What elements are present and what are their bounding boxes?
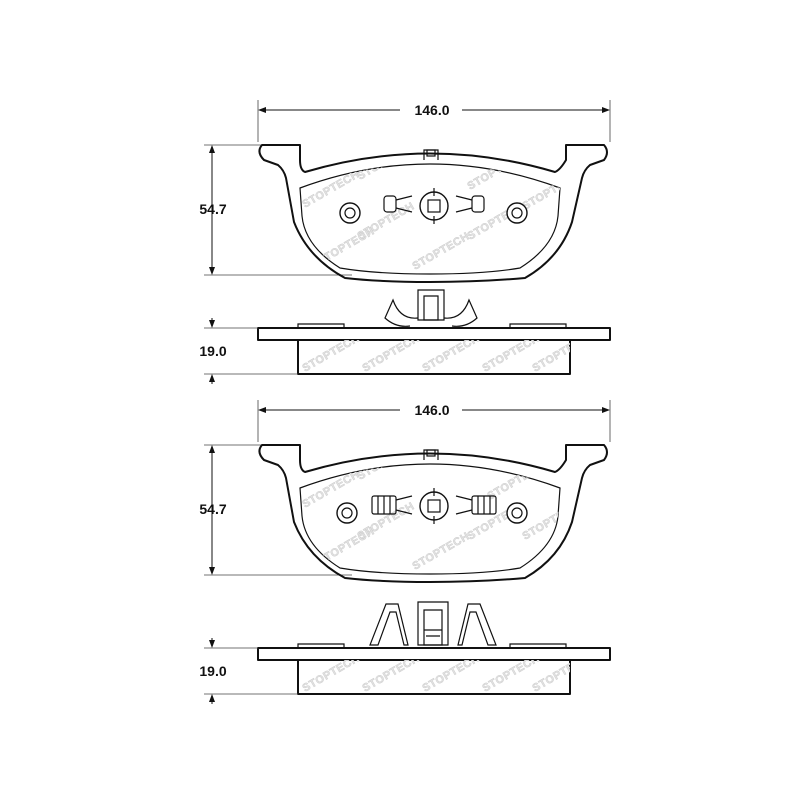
watermark-text: STOPTECH — [531, 332, 592, 374]
watermark-text: STOPTECH — [531, 652, 592, 694]
watermark-pattern-edge-1: STOPTECH STOPTECH STOPTECH STOPTECH STOP… — [300, 332, 592, 374]
mount-hole-right — [506, 502, 528, 524]
width-dimension-1: 146.0 — [257, 100, 611, 142]
height-dimension-2: 54.7 — [199, 444, 352, 576]
watermark-text: STOPTECH — [521, 170, 582, 212]
watermark-text: STOPTECH — [356, 140, 417, 182]
watermark-text: STOPTECH — [361, 652, 422, 694]
watermark-text: STOPTECH — [356, 440, 417, 482]
watermark-pattern-edge-2: STOPTECH STOPTECH STOPTECH STOPTECH STOP… — [300, 652, 592, 694]
height-dimension-1: 54.7 — [199, 144, 352, 276]
mount-hole-left — [339, 202, 361, 224]
watermark-text: STOPTECH — [421, 652, 482, 694]
height-label-2: 54.7 — [199, 501, 226, 517]
thickness-label-2: 19.0 — [199, 663, 226, 679]
thickness-label-1: 19.0 — [199, 343, 226, 359]
view-2: 146.0 54.7 STOPTECH STOPTECH STOPTECH ST… — [199, 400, 611, 704]
watermark-text: STOPTECH — [421, 332, 482, 374]
watermark-text: STOPTECH — [301, 652, 362, 694]
mount-hole-left — [336, 502, 358, 524]
thickness-dimension-1: 19.0 — [199, 318, 298, 384]
watermark-text: STOPTECH — [411, 230, 472, 272]
thickness-dimension-2: 19.0 — [199, 638, 298, 704]
watermark-text: STOPTECH — [301, 332, 362, 374]
pad-edge-1: STOPTECH STOPTECH STOPTECH STOPTECH STOP… — [257, 289, 611, 375]
watermark-text: STOPTECH — [316, 525, 377, 567]
height-label-1: 54.7 — [199, 201, 226, 217]
watermark-text: STOPTECH — [361, 332, 422, 374]
mount-hole-right — [506, 202, 528, 224]
watermark-text: STOPTECH — [316, 225, 377, 267]
center-boss — [419, 191, 449, 221]
width-label-1: 146.0 — [414, 102, 449, 118]
watermark-text: STOPTECH — [411, 530, 472, 572]
width-label-2: 146.0 — [414, 402, 449, 418]
center-boss — [419, 491, 449, 521]
pad-edge-2: STOPTECH STOPTECH STOPTECH STOPTECH STOP… — [257, 601, 611, 695]
view-1: 146.0 54.7 STOPTECH STOPTECH STOPTECH ST… — [199, 100, 611, 384]
pad-face-1: STOPTECH STOPTECH STOPTECH STOPTECH STOP… — [258, 140, 608, 283]
width-dimension-2: 146.0 — [257, 400, 611, 442]
pad-face-2: STOPTECH STOPTECH STOPTECH STOPTECH STOP… — [258, 440, 608, 583]
